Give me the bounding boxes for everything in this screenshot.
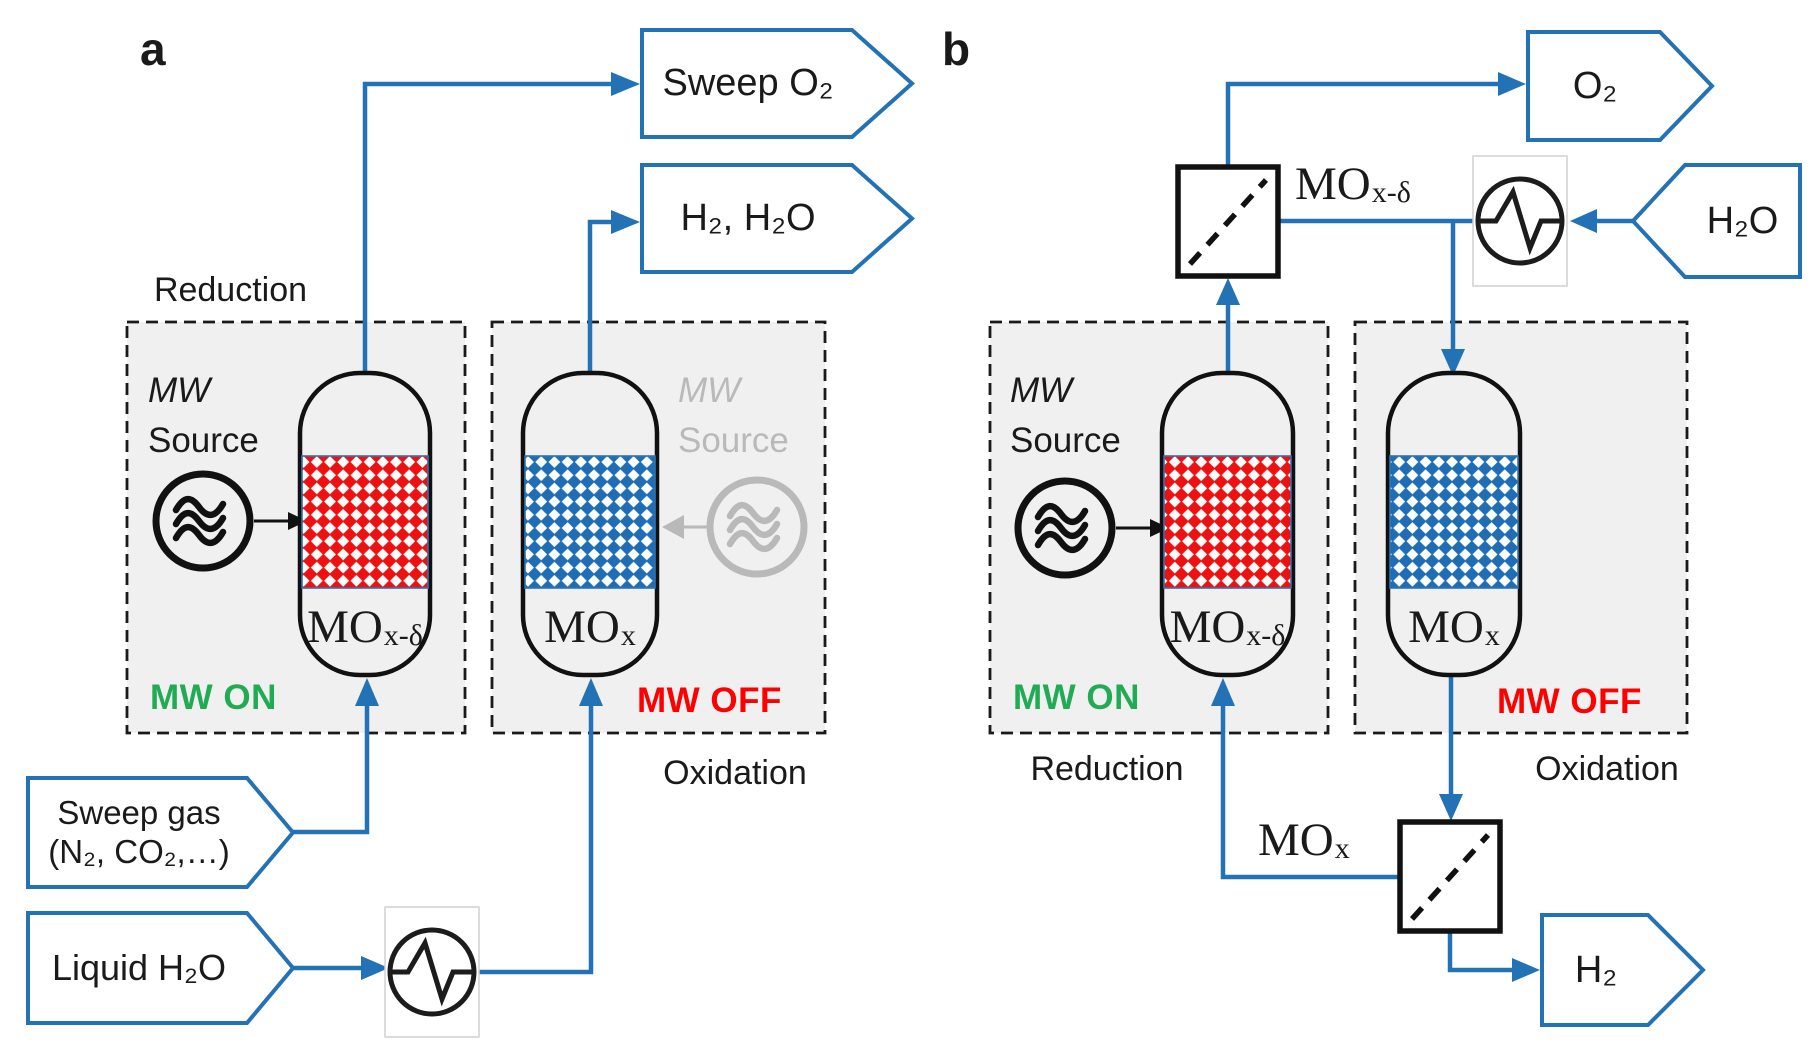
heat-exchanger-icon-a xyxy=(385,907,479,1037)
status-mw-off-a: MW OFF xyxy=(637,681,782,721)
formula-subscript: x xyxy=(1484,619,1500,653)
mw-text: MW xyxy=(678,371,741,411)
oxidized-oxide-bed-a xyxy=(524,455,656,589)
status-mw-off-b: MW OFF xyxy=(1497,682,1642,722)
formula-subscript: x xyxy=(620,619,636,653)
stream-arrowheads xyxy=(355,72,1597,982)
mw-source-label-b: MW Source xyxy=(1010,370,1160,462)
formula-subscript: x xyxy=(1334,832,1350,866)
section-reduction-a: Reduction xyxy=(153,270,308,309)
flag-liquid-h2o xyxy=(26,911,296,1025)
flag-h2-h2o xyxy=(640,163,916,274)
sweep-gas-line2: (N₂, CO₂,…) xyxy=(48,833,230,870)
flag-sweep-gas-label: Sweep gas (N₂, CO₂,…) xyxy=(28,780,250,886)
formula-main: MO xyxy=(1169,601,1246,654)
oxidized-oxide-bed-b xyxy=(1389,455,1519,589)
sweep-gas-line1: Sweep gas xyxy=(57,794,221,832)
mw-coupling-arrows xyxy=(254,512,1169,539)
formula-subscript: x-δ xyxy=(383,619,423,653)
heat-exchanger-icon-b xyxy=(1473,156,1567,286)
flag-sweep-o2 xyxy=(640,28,916,139)
section-oxidation-b: Oxidation xyxy=(1535,749,1679,788)
flag-h2o xyxy=(1630,163,1802,279)
formula-main: MO xyxy=(1295,158,1371,211)
flag-o2 xyxy=(1526,30,1715,142)
status-mw-on-b: MW ON xyxy=(1013,678,1140,718)
status-mw-on-a: MW ON xyxy=(150,678,277,718)
source-text: Source xyxy=(678,421,789,460)
formula-subscript: x-δ xyxy=(1371,176,1411,210)
separator-icon-bottom xyxy=(1400,822,1500,931)
source-text: Source xyxy=(1010,421,1121,460)
formula-main: MO xyxy=(1258,814,1334,867)
flag-sweep-gas xyxy=(26,776,296,889)
mw-source-label-a-active: MW Source xyxy=(148,370,298,462)
mw-source-label-a-inactive: MW Source xyxy=(678,370,828,462)
reduced-oxide-bed-a xyxy=(301,455,429,589)
formula-subscript: x-δ xyxy=(1246,619,1286,653)
panel-a-label: a xyxy=(140,22,166,75)
source-text: Source xyxy=(148,421,259,460)
flag-h2-h2o-label: H₂, H₂O xyxy=(680,197,816,240)
formula-main: MO xyxy=(544,601,620,654)
mw-text: MW xyxy=(1010,371,1073,411)
flag-sweep-o2-label: Sweep O₂ xyxy=(662,62,834,105)
flag-h2o-label: H₂O xyxy=(1706,199,1779,242)
section-reduction-b: Reduction xyxy=(1030,749,1184,788)
separator-icon-top xyxy=(1178,167,1278,276)
flag-h2 xyxy=(1540,913,1706,1027)
stream-lines xyxy=(293,81,1633,975)
flag-h2-label: H₂ xyxy=(1574,948,1618,991)
flag-o2-label: O₂ xyxy=(1572,64,1618,107)
panel-b-label: b xyxy=(942,22,971,75)
formula-main: MO xyxy=(1408,601,1484,654)
mw-text: MW xyxy=(148,371,211,411)
reduced-oxide-bed-b xyxy=(1163,455,1292,589)
flag-liquid-h2o-label: Liquid H₂O xyxy=(51,946,227,988)
formula-main: MO xyxy=(307,601,383,654)
section-oxidation-a: Oxidation xyxy=(663,753,807,792)
